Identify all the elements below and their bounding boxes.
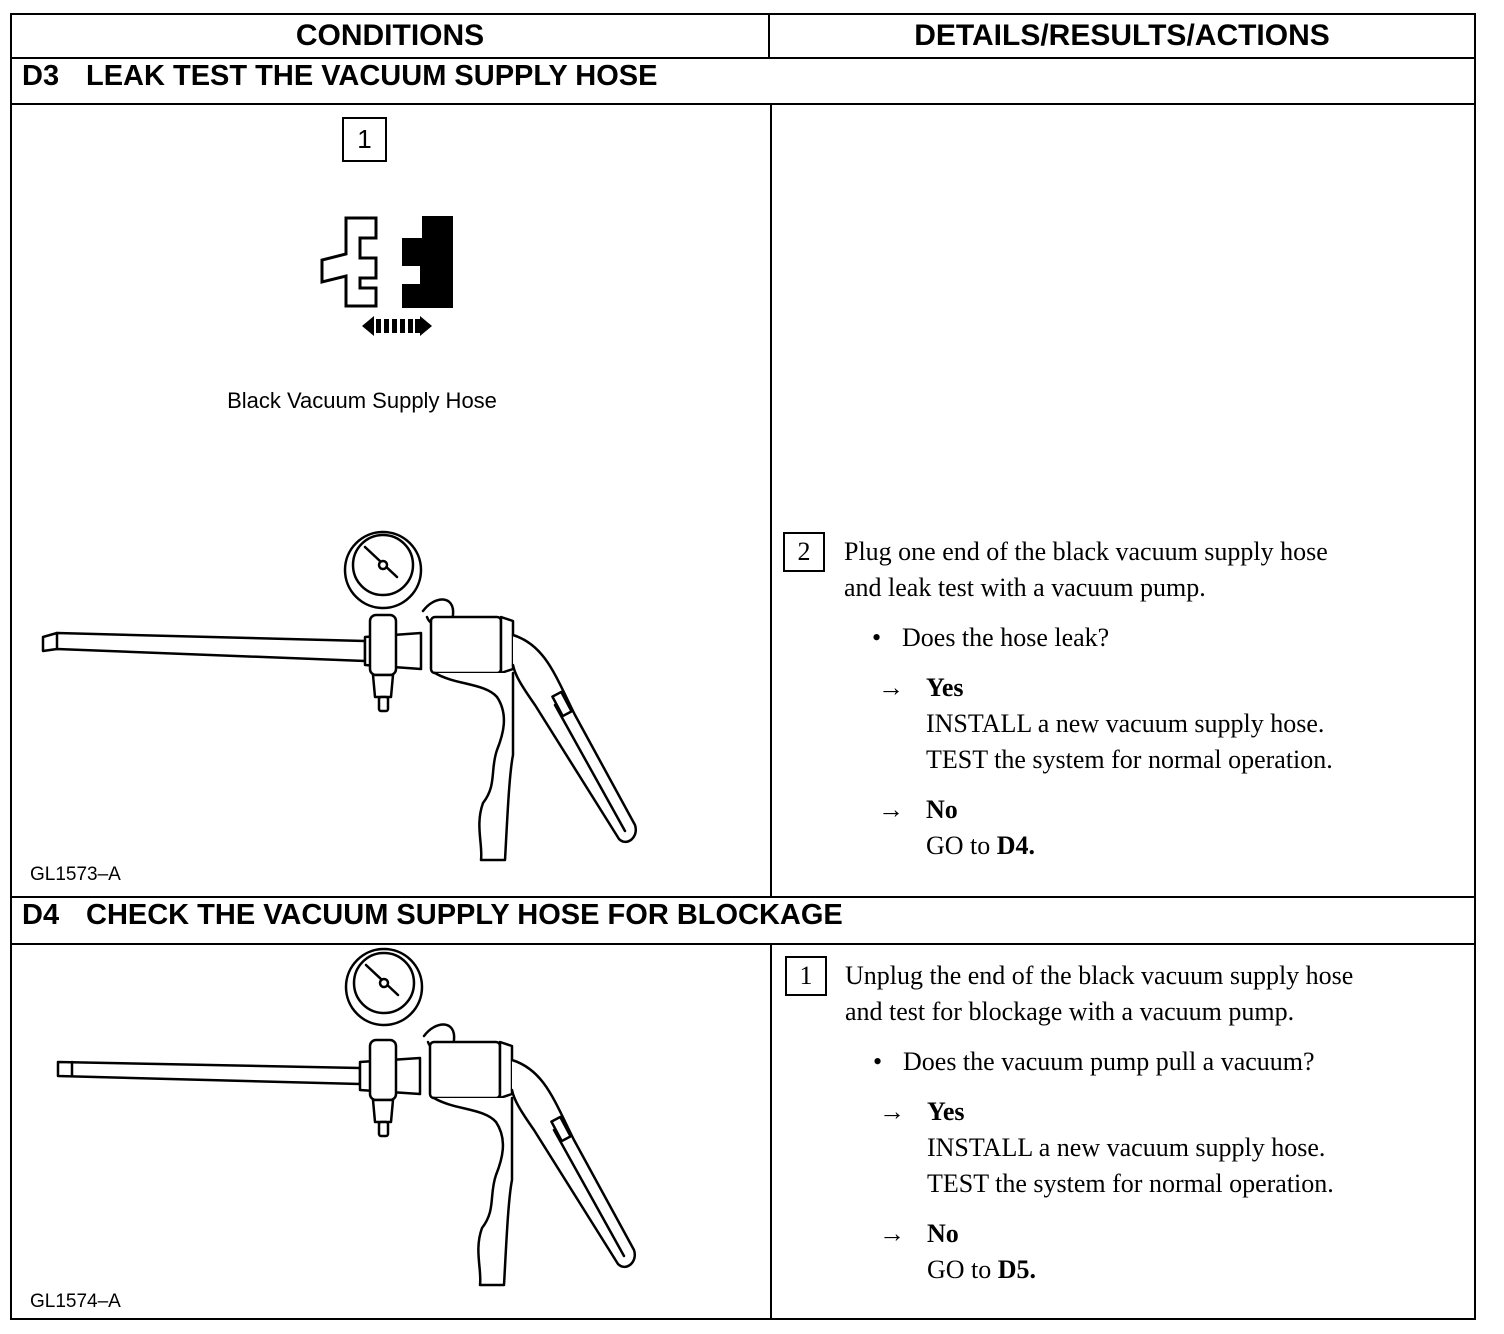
d3-no-action: GO to D4. bbox=[926, 828, 1469, 864]
d3-step: Plug one end of the black vacuum supply … bbox=[844, 534, 1469, 864]
bullet-icon: • bbox=[873, 1047, 883, 1076]
header-divider bbox=[10, 57, 1476, 59]
d3-title-divider bbox=[10, 103, 1476, 105]
right-arrow-icon: → bbox=[879, 1097, 905, 1126]
d4-step-text-line2: and test for blockage with a vacuum pump… bbox=[845, 997, 1295, 1026]
bullet-icon: • bbox=[872, 623, 882, 652]
d3-no-target: D4. bbox=[996, 831, 1036, 860]
d3-figure-id: GL1573–A bbox=[30, 864, 121, 885]
d3-section-title: D3 LEAK TEST THE VACUUM SUPPLY HOSE bbox=[22, 60, 658, 93]
d4-question: • Does the vacuum pump pull a vacuum? bbox=[845, 1044, 1470, 1080]
d3-step-text-line2: and leak test with a vacuum pump. bbox=[844, 573, 1206, 602]
vacuum-pump-illustration bbox=[41, 530, 638, 862]
d4-no-prefix: GO to bbox=[927, 1255, 998, 1284]
d4-figure-id: GL1574–A bbox=[30, 1291, 121, 1312]
vacuum-pump-illustration bbox=[56, 947, 637, 1287]
d4-section-title: D4 CHECK THE VACUUM SUPPLY HOSE FOR BLOCK… bbox=[22, 899, 843, 932]
details-column-header: DETAILS/RESULTS/ACTIONS bbox=[914, 19, 1330, 52]
d4-code: D4 bbox=[22, 899, 60, 931]
d3-code: D3 bbox=[22, 60, 60, 92]
d3-answer-no: → No GO to D4. bbox=[844, 792, 1469, 864]
bidirectional-arrow-icon bbox=[362, 316, 432, 336]
right-arrow-icon: → bbox=[878, 795, 904, 824]
conditions-column-header: CONDITIONS bbox=[295, 19, 485, 52]
d3-yes-line2: TEST the system for normal operation. bbox=[926, 745, 1333, 774]
d4-yes-line2: TEST the system for normal operation. bbox=[927, 1169, 1334, 1198]
d4-step-text-line1: Unplug the end of the black vacuum suppl… bbox=[845, 961, 1354, 990]
d4-no-action: GO to D5. bbox=[927, 1252, 1470, 1288]
d3-figure-caption: Black Vacuum Supply Hose bbox=[227, 388, 497, 413]
d3-step-number-box: 2 bbox=[783, 532, 825, 572]
d4-answer-yes: → Yes INSTALL a new vacuum supply hose. … bbox=[845, 1094, 1470, 1202]
d3-question-text: Does the hose leak? bbox=[902, 623, 1110, 652]
hose-connector-icon bbox=[320, 216, 453, 336]
d4-answer-no: → No GO to D5. bbox=[845, 1216, 1470, 1288]
d4-step: Unplug the end of the black vacuum suppl… bbox=[845, 958, 1470, 1288]
d3-title: LEAK TEST THE VACUUM SUPPLY HOSE bbox=[86, 60, 658, 92]
d3-no-label: No bbox=[926, 795, 958, 824]
d4-title: CHECK THE VACUUM SUPPLY HOSE FOR BLOCKAG… bbox=[86, 899, 843, 931]
d3-column-divider bbox=[770, 103, 772, 897]
d3-no-prefix: GO to bbox=[926, 831, 997, 860]
right-arrow-icon: → bbox=[879, 1219, 905, 1248]
d3-yes-line1: INSTALL a new vacuum supply hose. bbox=[926, 709, 1325, 738]
d4-question-text: Does the vacuum pump pull a vacuum? bbox=[903, 1047, 1315, 1076]
d3-answer-yes: → Yes INSTALL a new vacuum supply hose. … bbox=[844, 670, 1469, 778]
d4-no-label: No bbox=[927, 1219, 959, 1248]
d3-yes-label: Yes bbox=[926, 673, 964, 702]
d4-yes-line1: INSTALL a new vacuum supply hose. bbox=[927, 1133, 1326, 1162]
d3-figure-step-box: 1 bbox=[342, 117, 387, 162]
d4-no-target: D5. bbox=[997, 1255, 1037, 1284]
d3-step-text-line1: Plug one end of the black vacuum supply … bbox=[844, 537, 1328, 566]
d3-question: • Does the hose leak? bbox=[844, 620, 1469, 656]
table-frame bbox=[10, 13, 1476, 1320]
d4-title-divider bbox=[10, 943, 1476, 945]
d4-column-divider bbox=[770, 943, 772, 1320]
right-arrow-icon: → bbox=[878, 673, 904, 702]
d4-step-number-box: 1 bbox=[785, 956, 827, 996]
header-column-divider bbox=[768, 13, 770, 58]
d4-yes-label: Yes bbox=[927, 1097, 965, 1126]
d4-top-divider bbox=[10, 896, 1476, 898]
